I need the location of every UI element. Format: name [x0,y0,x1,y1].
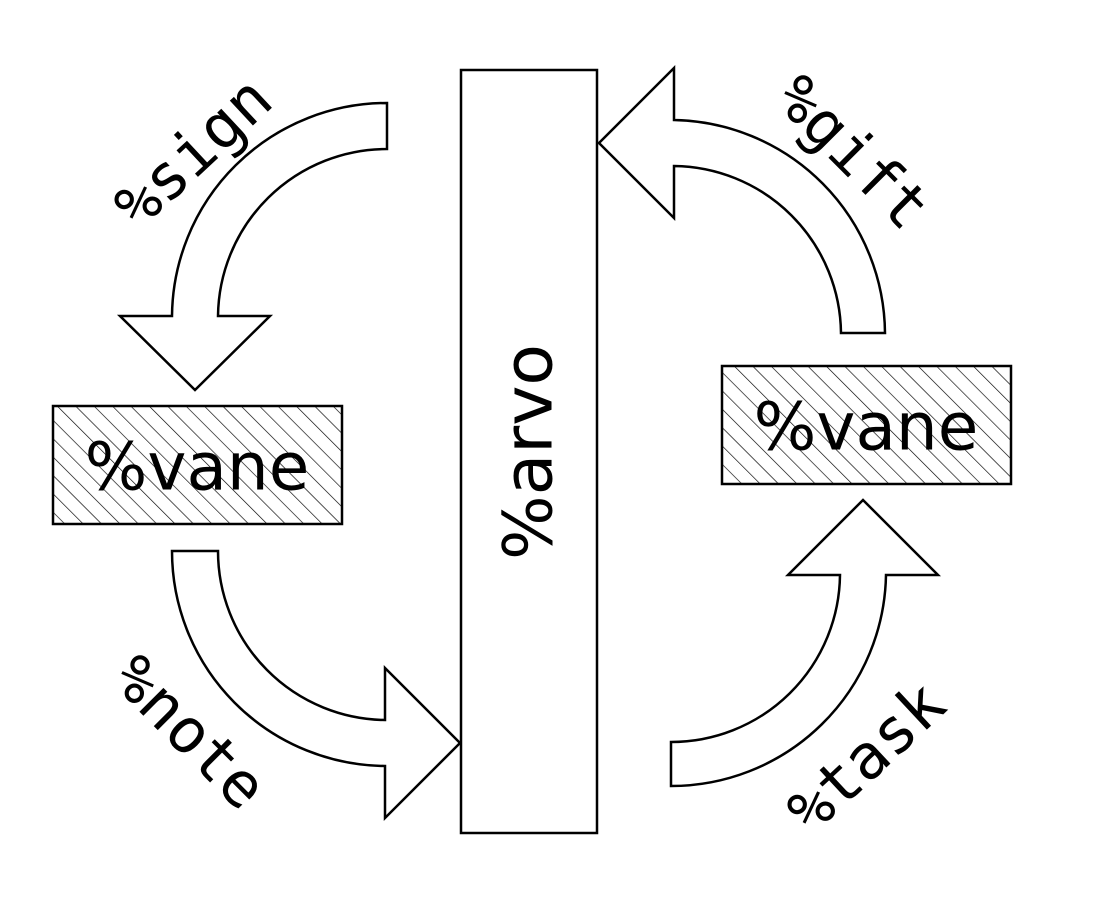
gift-arrow: %gift [597,60,945,335]
vane-left-label: %vane [85,429,310,506]
task-arrow: %task [669,498,959,847]
arvo-box: %arvo [459,68,599,835]
note-arrow: %note [98,549,462,824]
arvo-label: %arvo [490,344,569,560]
vane-right-label: %vane [754,389,979,466]
gift-label: %gift [761,60,945,244]
vane-box-left: %vane [51,404,344,526]
vane-box-right: %vane [720,364,1013,486]
sign-arrow: %sign [100,62,389,392]
